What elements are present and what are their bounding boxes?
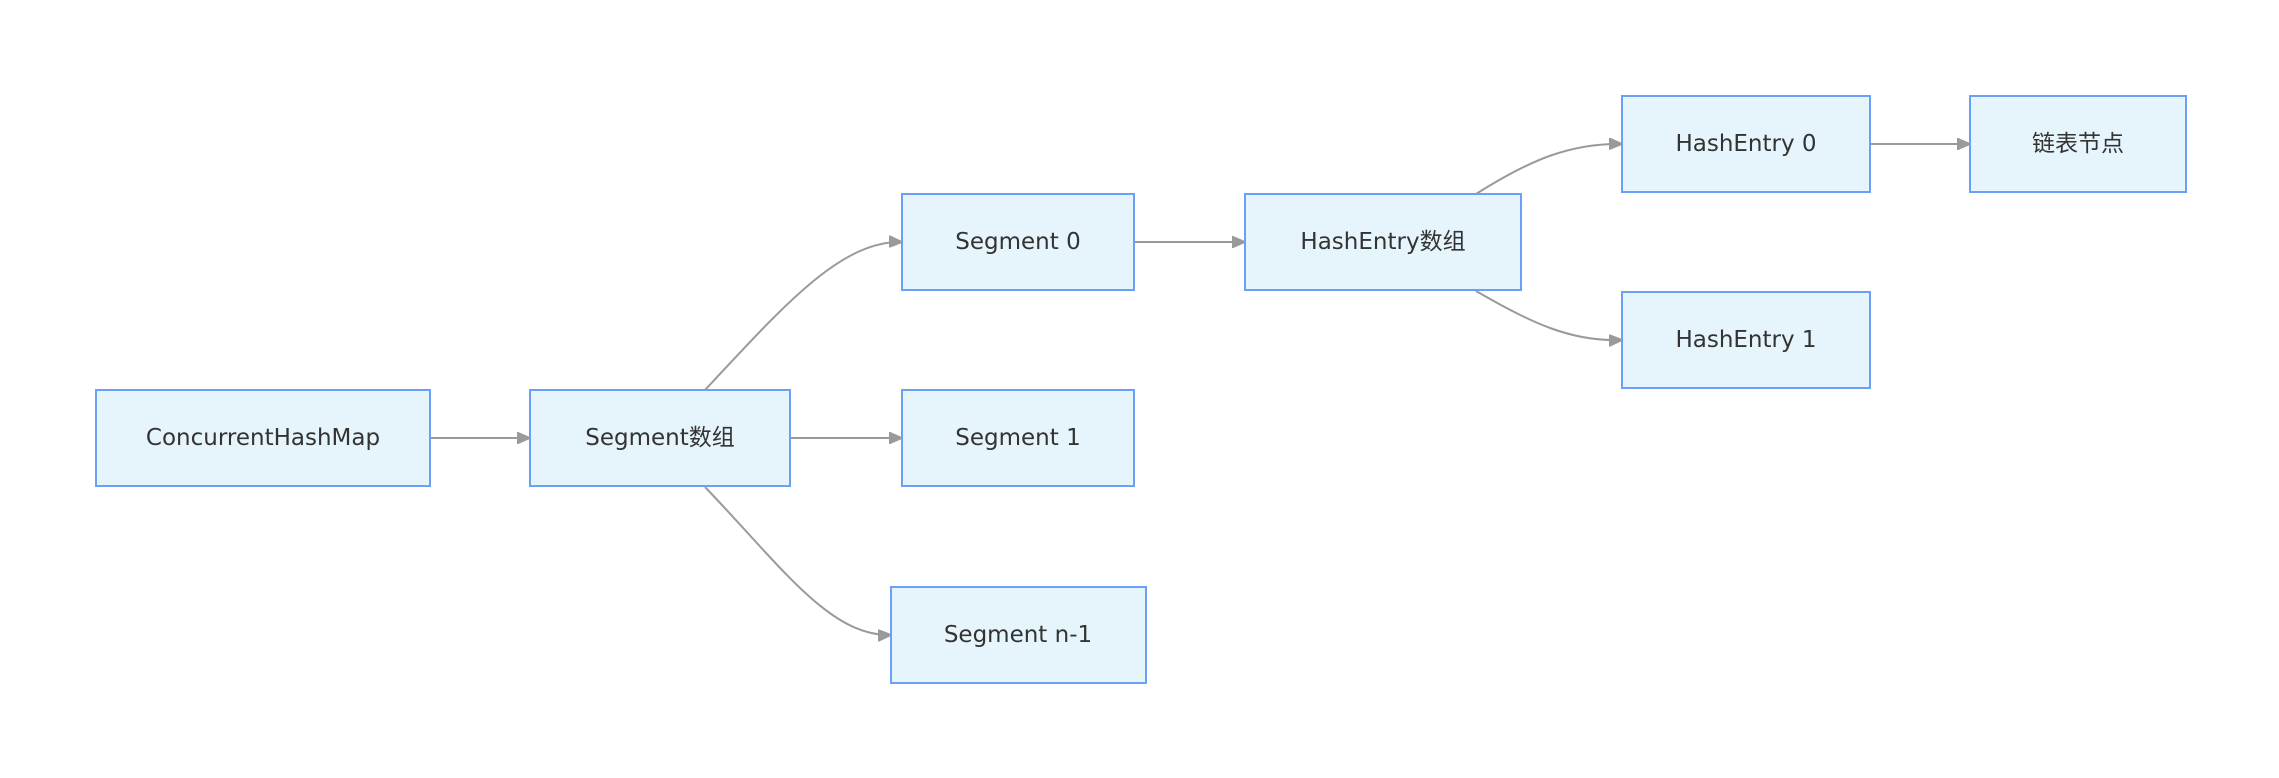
node-hashentry-1: HashEntry 1 bbox=[1621, 291, 1871, 389]
edges bbox=[430, 144, 1970, 635]
node-box bbox=[95, 389, 431, 487]
node-hashentry-0: HashEntry 0 bbox=[1621, 95, 1871, 193]
node-label: HashEntry 0 bbox=[1675, 131, 1816, 157]
node-label: HashEntry 1 bbox=[1675, 327, 1816, 353]
node-box bbox=[1621, 291, 1871, 389]
node-box bbox=[1969, 95, 2187, 193]
node-label: 链表节点 bbox=[2032, 131, 2124, 157]
node-label: Segment 1 bbox=[955, 425, 1080, 451]
node-label: Segment数组 bbox=[585, 425, 735, 451]
node-linked-list-node: 链表节点 bbox=[1969, 95, 2187, 193]
node-box bbox=[890, 586, 1147, 684]
edge-hearr-to-he1 bbox=[1475, 290, 1622, 340]
node-label: HashEntry数组 bbox=[1300, 229, 1465, 255]
node-segment-1: Segment 1 bbox=[901, 389, 1135, 487]
node-label: Segment n-1 bbox=[944, 622, 1092, 648]
node-box bbox=[901, 389, 1135, 487]
edge-segarr-to-seg0 bbox=[704, 242, 902, 391]
edge-segarr-to-segn bbox=[704, 486, 891, 635]
node-label: ConcurrentHashMap bbox=[146, 425, 380, 451]
node-box bbox=[901, 193, 1135, 291]
node-box bbox=[1621, 95, 1871, 193]
node-segment-n-1: Segment n-1 bbox=[890, 586, 1147, 684]
edge-hearr-to-he0 bbox=[1475, 144, 1622, 195]
node-concurrenthashmap: ConcurrentHashMap bbox=[95, 389, 431, 487]
node-segment-0: Segment 0 bbox=[901, 193, 1135, 291]
node-box bbox=[529, 389, 791, 487]
node-hashentry-array: HashEntry数组 bbox=[1244, 193, 1522, 291]
node-label: Segment 0 bbox=[955, 229, 1080, 255]
node-box bbox=[1244, 193, 1522, 291]
node-segment-array: Segment数组 bbox=[529, 389, 791, 487]
